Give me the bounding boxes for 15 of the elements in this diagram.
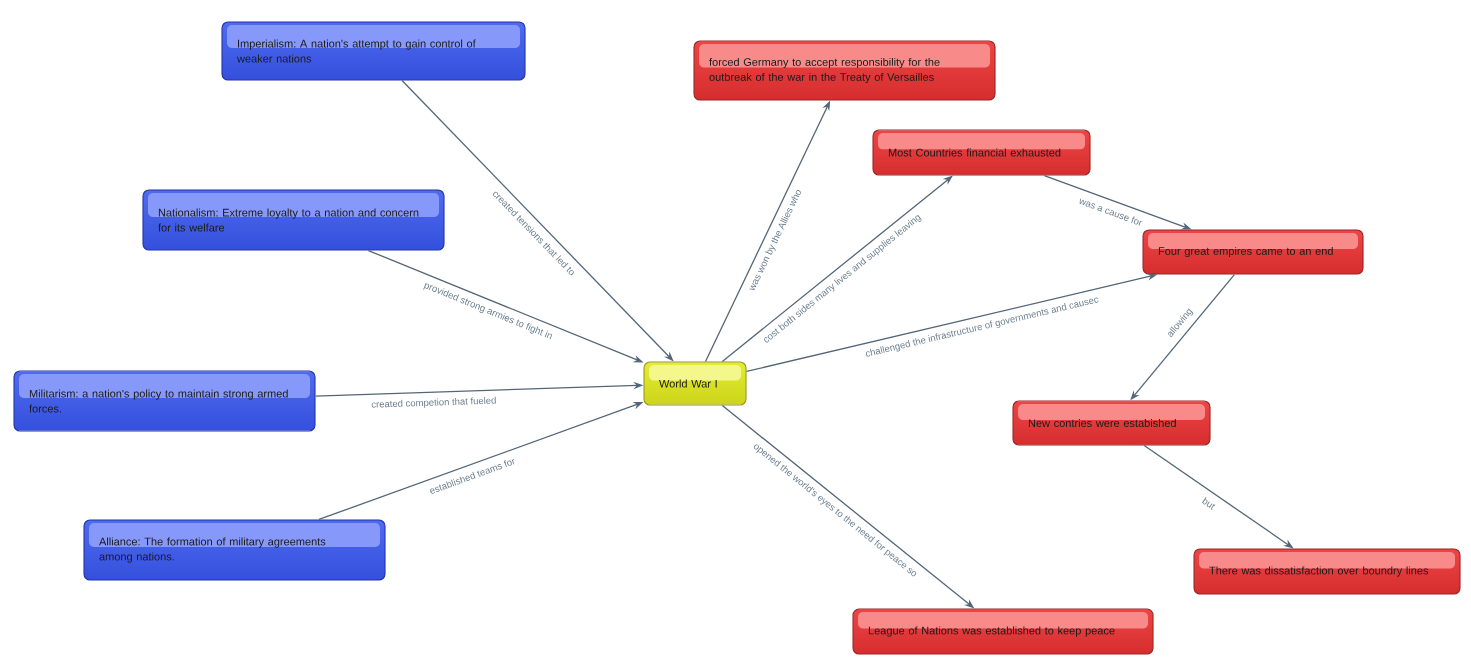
edge-label: was won by the Allies who bbox=[746, 186, 805, 294]
concept-box: Most Countries financial exhausted bbox=[872, 129, 1091, 176]
concept-box: forced Germany to accept responsibility for the outbreak of the war in the Treaty of Versailles bbox=[693, 40, 996, 101]
edge-label: created competion that fueled bbox=[370, 395, 498, 411]
concept-box: Imperialism: A nation's attempt to gain control of weaker nations bbox=[221, 21, 526, 81]
edge-label: but bbox=[1199, 495, 1218, 512]
concept-box: Nationalism: Extreme loyalty to a nation and concern for its welfare bbox=[142, 189, 445, 251]
concept-box: World War I bbox=[643, 361, 747, 406]
concept-box: New contries were estabished bbox=[1012, 400, 1211, 446]
concept-box: Alliance: The formation of military agreements among nations. bbox=[83, 519, 386, 581]
concept-box: There was dissatisfaction over boundry lines bbox=[1193, 548, 1461, 595]
concept-box: Militarism: a nation's policy to maintain strong armed forces. bbox=[13, 370, 316, 432]
concept-box: Four great empires came to an end bbox=[1142, 229, 1364, 275]
concept-box: League of Nations was established to keep peace bbox=[852, 608, 1154, 655]
edge-label: was a cause for bbox=[1077, 195, 1145, 228]
